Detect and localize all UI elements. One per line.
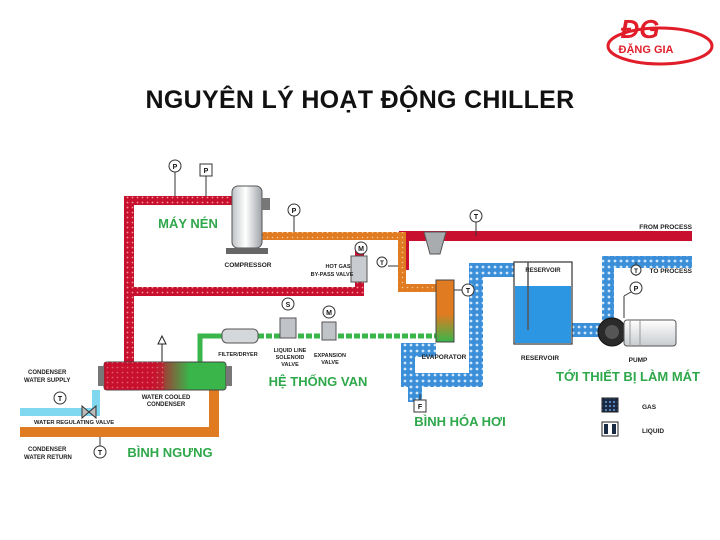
- evaporator: EVAPORATOR: [422, 279, 467, 361]
- solenoid-label-2: SOLENOID: [276, 355, 305, 361]
- section-label-condenser: BÌNH NGƯNG: [127, 445, 212, 460]
- hot-gas-label-2: BY-PASS VALVE: [311, 272, 354, 278]
- solenoid-symbol: S: [286, 302, 291, 309]
- motor-symbol: M: [358, 246, 364, 253]
- temperature-gauge-return: T: [93, 437, 107, 459]
- reservoir-label: RESERVOIR: [521, 355, 559, 362]
- to-process-label: TO PROCESS: [649, 268, 692, 275]
- legend-gas-swatch: [601, 397, 619, 413]
- section-label-evaporator: BÌNH HÓA HƠI: [414, 414, 506, 429]
- condenser-label-2: CONDENSER: [147, 402, 186, 408]
- svg-text:T: T: [466, 288, 471, 295]
- condenser-label-1: WATER COOLED: [142, 395, 191, 401]
- page-title: NGUYÊN LÝ HOẠT ĐỘNG CHILLER: [145, 86, 575, 114]
- pressure-gauge-1: P: [168, 159, 182, 196]
- svg-text:T: T: [474, 214, 479, 221]
- compressor-label: COMPRESSOR: [225, 262, 272, 269]
- pump: PUMP: [597, 317, 677, 364]
- section-label-cooling-equipment: TỚI THIẾT BỊ LÀM MÁT: [556, 369, 700, 384]
- relief-valve-icon: [157, 334, 167, 345]
- brand-logo: ĐG ĐẶNG GIA: [606, 14, 714, 66]
- svg-text:P: P: [634, 286, 639, 293]
- chilled-water-pipe: [401, 256, 692, 402]
- temperature-gauge-process: T: [469, 209, 483, 236]
- expansion-motor-symbol: M: [326, 310, 332, 317]
- pressure-gauge-pump: P: [623, 281, 643, 318]
- hot-gas-bypass-valve: M HOT GAS BY-PASS VALVE: [311, 241, 368, 283]
- svg-text:T: T: [634, 268, 638, 275]
- water-regulating-valve: T WATER REGULATING VALVE: [34, 391, 114, 426]
- logo-swoosh: [606, 26, 714, 66]
- compressor: COMPRESSOR: [225, 185, 272, 269]
- condenser-return-label-2: WATER RETURN: [24, 455, 72, 461]
- logo-mark: ĐG: [621, 14, 660, 44]
- svg-text:F: F: [418, 404, 423, 411]
- condenser-supply-label-1: CONDENSER: [28, 370, 67, 376]
- svg-text:P: P: [204, 168, 209, 175]
- solenoid-valve: S LIQUID LINE SOLENOID VALVE: [274, 297, 307, 368]
- expansion-label-2: VALVE: [321, 360, 339, 366]
- water-cooled-condenser: WATER COOLED CONDENSER: [98, 334, 232, 408]
- condenser-return-label-1: CONDENSER: [28, 447, 67, 453]
- svg-text:T: T: [98, 450, 103, 457]
- pressure-gauge-2: P: [287, 203, 301, 232]
- filter-dryer-label: FILTER/DRYER: [218, 352, 257, 358]
- svg-text:P: P: [173, 164, 178, 171]
- legend-liquid-label: LIQUID: [642, 428, 664, 435]
- section-label-compressor: MÁY NÉN: [158, 216, 218, 231]
- filter-dryer: FILTER/DRYER: [218, 328, 259, 358]
- evaporator-label: EVAPORATOR: [422, 354, 467, 361]
- water-regulating-label: WATER REGULATING VALVE: [34, 420, 114, 426]
- flow-switch: F: [413, 394, 427, 413]
- evap-temp-probe: T: [376, 256, 398, 268]
- reservoir-label-inside: RESERVOIR: [525, 268, 561, 274]
- section-label-valves: HỆ THỐNG VAN: [269, 374, 368, 389]
- pressure-switch: P: [199, 163, 213, 196]
- suction-pipe: [262, 232, 436, 292]
- logo-name: ĐẶNG GIA: [619, 43, 674, 56]
- pump-label: PUMP: [629, 357, 648, 364]
- temperature-gauge-to-process: T: [630, 262, 642, 276]
- hot-gas-label-1: HOT GAS: [325, 264, 350, 270]
- temperature-gauge-evap: T: [454, 283, 475, 297]
- strainer: [423, 231, 447, 255]
- svg-text:T: T: [380, 260, 384, 267]
- legend-gas-label: GAS: [642, 404, 657, 411]
- legend: GAS LIQUID: [601, 397, 664, 437]
- expansion-valve: M EXPANSION VALVE: [314, 305, 346, 366]
- svg-text:P: P: [292, 208, 297, 215]
- expansion-label-1: EXPANSION: [314, 353, 346, 359]
- supply-temp-symbol: T: [58, 396, 63, 403]
- reservoir: RESERVOIR RESERVOIR: [513, 261, 573, 362]
- condenser-supply-label-2: WATER SUPPLY: [24, 378, 70, 384]
- solenoid-label-1: LIQUID LINE: [274, 348, 307, 354]
- from-process-label: FROM PROCESS: [639, 224, 692, 231]
- solenoid-label-3: VALVE: [281, 362, 299, 368]
